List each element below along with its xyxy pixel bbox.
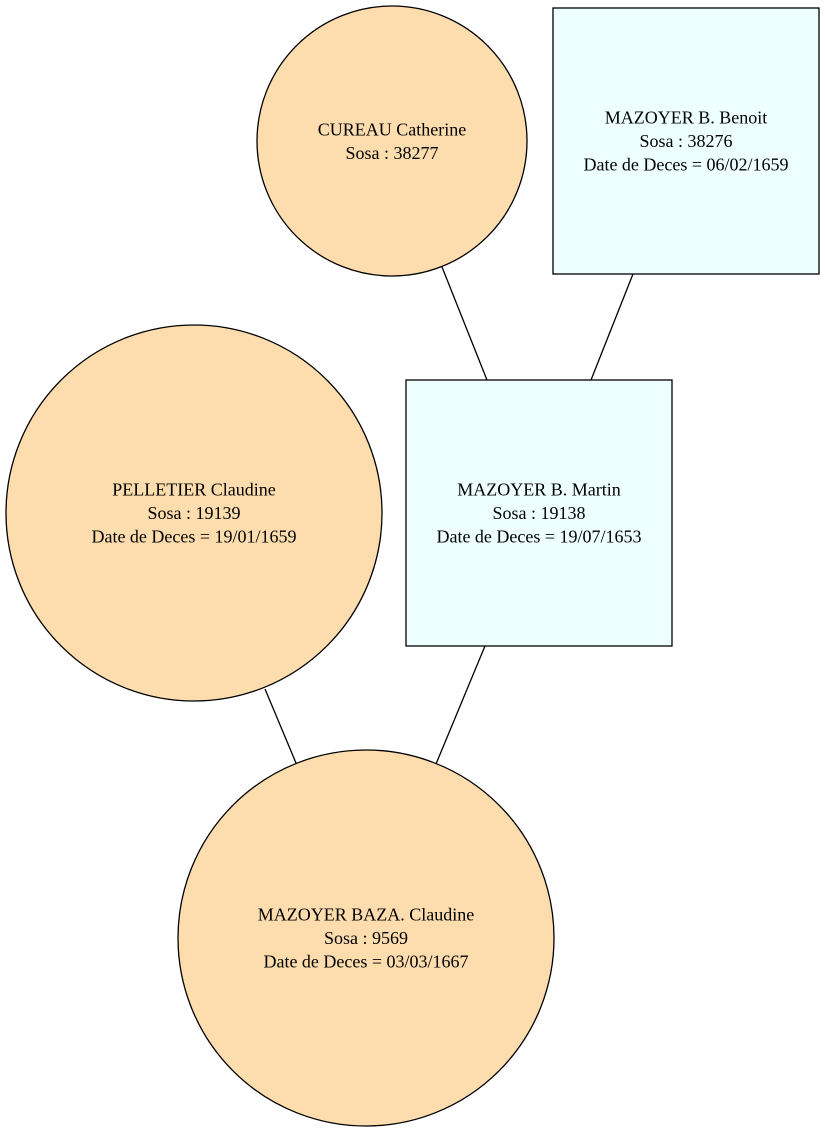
node-cureau-catherine-line-1: Sosa : 38277 <box>345 143 438 163</box>
node-mazoyer-martin-line-1: Sosa : 19138 <box>492 503 585 523</box>
node-pelletier-claudine-line-0: PELLETIER Claudine <box>112 480 275 500</box>
node-mazoyer-martin-line-2: Date de Deces = 19/07/1653 <box>436 527 641 547</box>
edge-pelletier-claudine-to-mazoyer-baza-claudine <box>264 688 297 764</box>
edges-layer <box>264 266 634 765</box>
node-pelletier-claudine-circle <box>5 324 383 702</box>
node-mazoyer-benoit-line-1: Sosa : 38276 <box>639 131 732 151</box>
node-mazoyer-benoit-box <box>552 7 820 275</box>
node-mazoyer-martin-box <box>405 379 673 647</box>
node-mazoyer-baza-claudine-line-1: Sosa : 9569 <box>324 928 408 948</box>
node-mazoyer-benoit-line-0: MAZOYER B. Benoit <box>605 108 768 128</box>
node-pelletier-claudine-line-1: Sosa : 19139 <box>147 503 240 523</box>
node-mazoyer-benoit-line-2: Date de Deces = 06/02/1659 <box>583 155 788 175</box>
node-mazoyer-baza-claudine-line-0: MAZOYER BAZA. Claudine <box>258 905 474 925</box>
node-mazoyer-baza-claudine-line-2: Date de Deces = 03/03/1667 <box>263 952 468 972</box>
edge-mazoyer-benoit-to-mazoyer-martin <box>590 273 634 381</box>
edge-mazoyer-martin-to-mazoyer-baza-claudine <box>435 645 486 765</box>
node-mazoyer-martin-line-0: MAZOYER B. Martin <box>457 480 621 500</box>
node-cureau-catherine-line-0: CUREAU Catherine <box>318 119 466 139</box>
edge-cureau-catherine-to-mazoyer-martin <box>441 266 488 381</box>
node-mazoyer-baza-claudine-circle <box>177 749 555 1127</box>
node-cureau-catherine-circle <box>256 5 528 277</box>
node-pelletier-claudine-line-2: Date de Deces = 19/01/1659 <box>91 527 296 547</box>
